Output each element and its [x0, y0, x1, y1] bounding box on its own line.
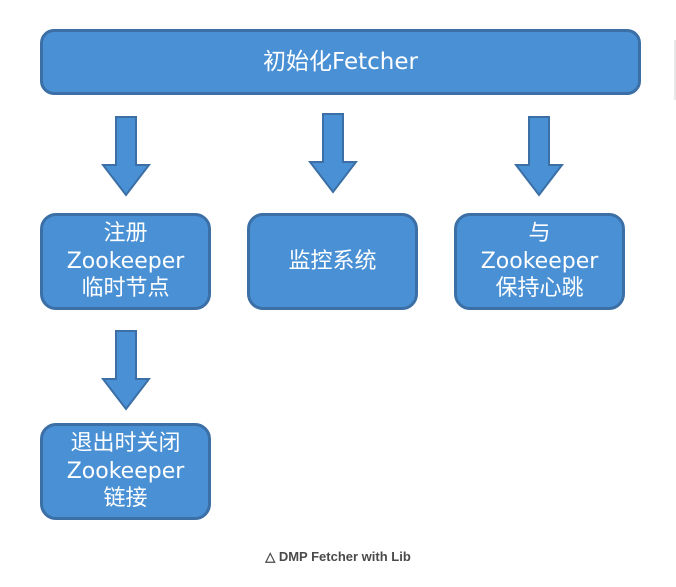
arrow-down-heartbeat — [514, 116, 564, 197]
init-fetcher-label: 初始化Fetcher — [263, 48, 418, 75]
arrow-down-close — [101, 330, 151, 411]
close-line-1: 退出时关闭 — [70, 431, 181, 457]
arrow-down-register — [101, 116, 151, 197]
heartbeat-zookeeper-box: 与 Zookeeper 保持心跳 — [454, 213, 625, 310]
register-line-3: 临时节点 — [81, 276, 170, 302]
monitor-system-box: 监控系统 — [247, 213, 418, 310]
close-line-3: 链接 — [103, 486, 148, 512]
register-zookeeper-box: 注册 Zookeeper 临时节点 — [40, 213, 211, 310]
monitor-line-1: 监控系统 — [288, 248, 377, 274]
heartbeat-line-1: 与 — [528, 221, 551, 247]
arrow-down-monitor — [308, 113, 358, 194]
init-fetcher-box: 初始化Fetcher — [40, 29, 641, 95]
register-line-1: 注册 — [103, 221, 148, 247]
close-line-2: Zookeeper — [66, 458, 185, 484]
register-line-2: Zookeeper — [66, 248, 185, 274]
figure-caption: △ DMP Fetcher with Lib — [265, 549, 411, 564]
close-zookeeper-box: 退出时关闭 Zookeeper 链接 — [40, 423, 211, 520]
heartbeat-line-3: 保持心跳 — [495, 276, 584, 302]
page-edge-line — [674, 40, 676, 100]
heartbeat-line-2: Zookeeper — [480, 248, 599, 274]
